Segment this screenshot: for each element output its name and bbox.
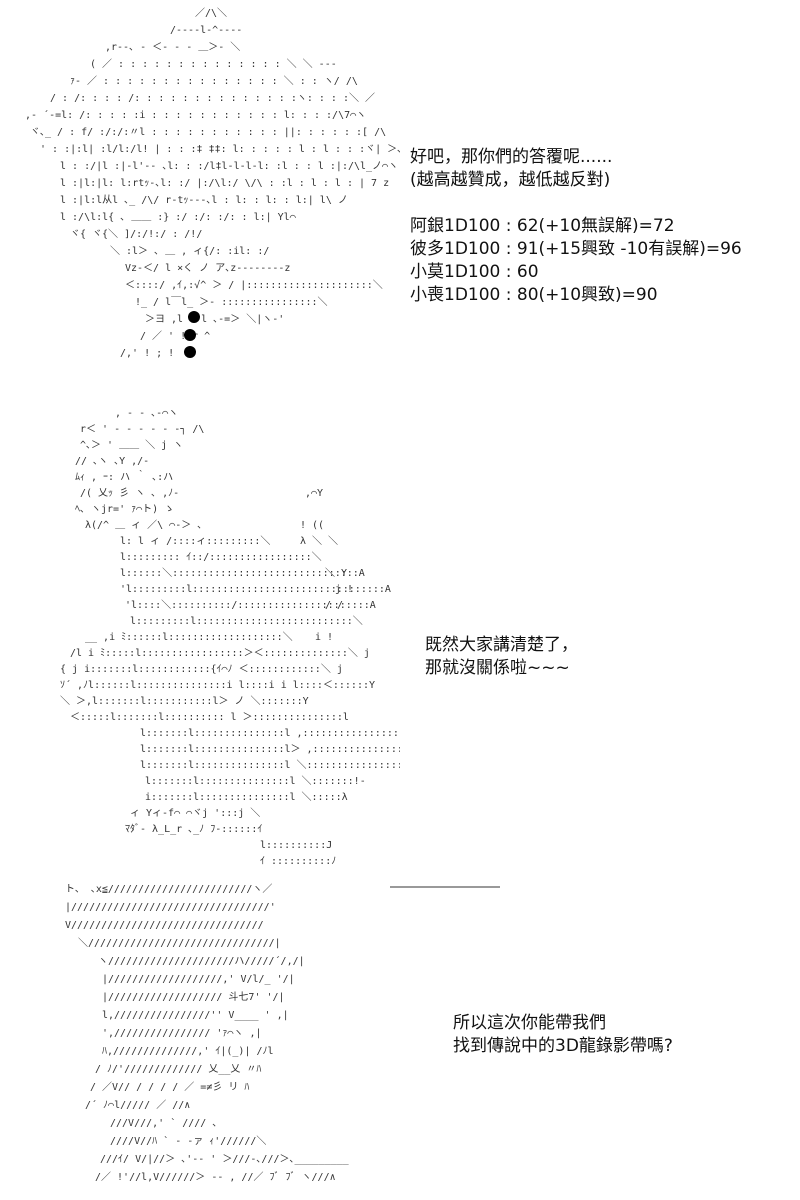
svg-text:ﾏﾀﾞ‐ λ_L_r ､_ﾉ ﾌ‐::::::: ﾏﾀﾞ‐ λ_L_r ､_ﾉ ﾌ‐::::::ｲ: [125, 823, 262, 835]
svg-text:/l i ﾐ:::::l:::::::::::::::::: /l i ﾐ:::::l:::::::::::::::::＞＜:::::::::…: [70, 647, 370, 659]
svg-text:/ : /: : : : /: : : : : : : :: / : /: : : : /: : : : : : : : : : : : : …: [50, 92, 375, 104]
dialogue-line: (越高越贊成，越低越反對): [410, 170, 611, 190]
svg-text:!_ / l￣l_ ＞‐ :::::::::::: !_ / l￣l_ ＞‐ ::::::::::::::::＼: [135, 295, 328, 308]
dice-roll-line: 阿銀1D100 : 62(+10無誤解)=72: [410, 216, 675, 236]
svg-text:ィ Yィ‐f⌒ ⌒ヾj ':::j ＼: ィ Yィ‐f⌒ ⌒ヾj ':::j ＼: [130, 807, 260, 819]
svg-text:ト、 ､x≦///////////////////: ト、 ､x≦////////////////////////ヽ／: [65, 883, 272, 895]
svg-text:＼ ＞,l:::::::l:::::::::::l＞ ノ: ＼ ＞,l:::::::l:::::::::::l＞ ノ ＼:::::::Y: [60, 695, 309, 707]
svg-text:ヾ､_ / : f/ :/:/:〃l : : : : : :: ヾ､_ / : f/ :/:/:〃l : : : : : : : : : : :…: [30, 127, 386, 138]
svg-text:l :|l:l从l ､_ /\/ r‐tｯ‐‐‐､l : l: l :|l:l从l ､_ /\/ r‐tｯ‐‐‐､l : l: : l: : l…: [60, 195, 348, 206]
svg-text:l:::::::::l:::::::::::::::::::: l:::::::::l::::::::::::::::::::::::::＼: [130, 615, 363, 627]
svg-text:/ /: / /: [325, 600, 343, 611]
svg-text:l:::::::l:::::::::::::::l ,:: l:::::::l:::::::::::::::l ,:::::::::::::…: [140, 728, 400, 739]
svg-text:l :/\l:l{ ､ ＿＿ :} :/ :/:: l :/\l:l{ ､ ＿＿ :} :/ :/: :/: : l:| Yl⌒: [60, 212, 296, 223]
svg-text:＼/////////////////////////////: ＼///////////////////////////////|: [78, 937, 281, 949]
svg-text:__ ,i ﾐ::::::l:::::::::::: __ ,i ﾐ::::::l:::::::::::::::::::＼: [85, 631, 293, 643]
svg-text:( ／ : : : : : : : : : : : : :: ( ／ : : : : : : : : : : : : : : ＼ ＼ ‐‐‐: [90, 58, 337, 70]
svg-text:{ j i:::::::l::::::::::::: { j i:::::::l::::::::::::{ｲ⌒ﾉ ＜:::::::::…: [60, 663, 343, 675]
button-dot-1: [188, 311, 200, 323]
svg-text:ｧ‐ ／ : : : : : : : : : : : : :: ｧ‐ ／ : : : : : : : : : : : : : : : ＼ : :…: [70, 75, 358, 87]
svg-text:l::::::::: ｲ::/::::::::::::::: l::::::::: ｲ::/:::::::::::::::::＼: [120, 551, 322, 563]
dialogue-line: 找到傳說中的3D龍錄影帶嗎?: [453, 1036, 673, 1056]
svg-text:///V///,' ` /: ///V///,' ` //// ､: [110, 1117, 217, 1129]
ascii-art-character-cat: , ‐ ‐ ､‐⌒ヽ r＜ ' ‐ ‐ ‐ ‐ ‐ ‐┐ /\ ^､＞ ' ＿＿…: [60, 408, 400, 867]
ascii-art-character-witch: ／/\＼ /‐‐‐‐l‐^‐‐‐‐ ,r‐‐､ ‐ ＜‐ ‐ ‐ ＿＞‐ ＼ (…: [25, 7, 400, 359]
svg-text:l:::::::l:::::::::::::::l: l:::::::l:::::::::::::::l ＼:::::::!‐: [145, 775, 366, 787]
svg-text:, ‐ ‐ ､‐⌒ヽ: , ‐ ‐ ､‐⌒ヽ: [115, 408, 178, 419]
svg-text:l:::::::l:::::::::::::::l＞ ,::: l:::::::l:::::::::::::::l＞ ,::::::::::::…: [140, 744, 400, 755]
dialogue-line: 所以這次你能帶我們: [453, 1013, 606, 1033]
svg-text:/ ﾉ/'///////////// 乂__乂 〃ﾊ: / ﾉ/'///////////// 乂__乂 〃ﾊ: [95, 1064, 261, 1075]
svg-text:,⌒Y: ,⌒Y: [305, 488, 323, 499]
dialogue-line: [410, 192, 742, 215]
svg-text:////V//ﾊ ` ‐ ‐ァ ｨ'//: ////V//ﾊ ` ‐ ‐ァ ｨ'//////＼: [110, 1135, 266, 1147]
svg-text:',//////////////// 'ｧ⌒ヽ ,: ',//////////////// 'ｧ⌒ヽ ,|: [102, 1028, 262, 1039]
svg-text:l: l ィ /::::ィ:::::::::＼: l: l ィ /::::ィ:::::::::＼: [120, 535, 270, 547]
svg-text:/‐‐‐‐l‐^‐‐‐‐: /‐‐‐‐l‐^‐‐‐‐: [170, 25, 242, 36]
svg-text:ﾍ､ ヽjr=' ｧ⌒ト) ゝ: ﾍ､ ヽjr=' ｧ⌒ト) ゝ: [75, 504, 174, 515]
svg-text:l::::::＼::::::::::::::::::::::: l::::::＼:::::::::::::::::::::::::::::::A: [120, 567, 365, 579]
dialogue-line: 既然大家講清楚了，: [425, 635, 578, 655]
svg-text:＜:::::l:::::::l:::::::::: l: ＜:::::l:::::::l:::::::::: l ＞:::::::::::…: [70, 712, 349, 723]
dialogue-panel-1: 好吧，那你們的答覆呢...... (越高越贊成，越低越反對) 阿銀1D100 :…: [410, 146, 742, 307]
svg-text:/／ !'//l,V//////＞ ‐‐ ,: /／ !'//l,V//////＞ ‐‐ , //／ ﾌﾞ ﾌﾞ ヽ///∧: [95, 1171, 336, 1183]
svg-text:＼ :l＞ ､ ＿ , ィ{/: :il: :/: ＼ :l＞ ､ ＿ , ィ{/: :il: :/: [110, 245, 269, 257]
svg-text:λ ＼ ＼: λ ＼ ＼: [300, 535, 338, 547]
svg-text:＜::::/ ,ｲ,:√^ ＞ / |::::::::: ＜::::/ ,ｲ,:√^ ＞ / |:::::::::::::::::::::…: [125, 279, 383, 291]
svg-text:ｿ´ ,ﾉl::::::l:::::::::::::::i: ｿ´ ,ﾉl::::::l:::::::::::::::i l::::i i l…: [60, 679, 375, 691]
svg-text:/´ ﾉ⌒l///// ／: /´ ﾉ⌒l///// ／ //∧: [85, 1099, 190, 1111]
dice-roll-line: 彼多1D100 : 91(+15興致 -10有誤解)=96: [410, 239, 742, 259]
ascii-art-hatched-scene: ト、 ､x≦////////////////////////ヽ／ |//////…: [65, 883, 500, 1183]
svg-text:ヾ{ ヾ{＼ ]/:/!:/ : /!: ヾ{ ヾ{＼ ]/:/!:/ : /!/: [70, 228, 202, 240]
svg-text:＼ Y: ＼ Y: [325, 567, 347, 579]
dialogue-line: 那就沒關係啦~~~: [425, 658, 570, 678]
svg-text:V/////////////////////////////: V////////////////////////////////: [65, 920, 264, 931]
svg-text:' : :|:l| :l/l:/l! | : : :‡ ‡‡: ' : :|:l| :l/l:/l! | : : :‡ ‡‡: l: : : :…: [40, 143, 400, 155]
svg-text:ｲ ::::::::::ﾉ: ｲ ::::::::::ﾉ: [260, 856, 336, 867]
svg-text:Vz‐＜/ l ×く ノ ア､z‐‐‐‐‐‐‐‐z: Vz‐＜/ l ×く ノ ア､z‐‐‐‐‐‐‐‐z: [125, 263, 290, 274]
svg-text:l:::::::l:::::::::::::::l ＼:: l:::::::l:::::::::::::::l ＼:::::::::::::…: [140, 759, 400, 771]
svg-text:ヽ/////////////////////ハ/////´/: ヽ/////////////////////ハ/////´/,/|: [98, 955, 305, 967]
svg-text:,r‐‐､ ‐ ＜‐ ‐ ‐ ＿＞‐ ＼: ,r‐‐､ ‐ ＜‐ ‐ ‐ ＿＞‐ ＼: [105, 41, 240, 53]
svg-text:/( 乂ｯ 彡 ヽ ､ ,ﾉ‐: /( 乂ｯ 彡 ヽ ､ ,ﾉ‐: [80, 488, 179, 499]
svg-text:ﾑｨ , ｰ: ハ ｀ ､:ハ: ﾑｨ , ｰ: ハ ｀ ､:ハ: [75, 469, 173, 483]
button-dot-2: [184, 329, 196, 341]
svg-text:i:::::::l:::::::::::::::l: i:::::::l:::::::::::::::l ＼:::::λ: [145, 791, 348, 803]
svg-text:,- ´‐=l: /: : : : :i : : : : :: ,- ´‐=l: /: : : : :i : : : : : : : : : :…: [25, 109, 366, 121]
dice-roll-line: 小莫1D100 : 60: [410, 262, 539, 282]
svg-text:|/////////////////////////////: |/////////////////////////////////': [65, 902, 276, 913]
dice-roll-line: 小喪1D100 : 80(+10興致)=90: [410, 285, 658, 305]
svg-text:l :|l:|l: l:rtｯ‐､l: :/ |:/\l:/: l :|l:|l: l:rtｯ‐､l: :/ |:/\l:/ \/\ : :l …: [60, 178, 389, 189]
svg-text:l,////////////////'' V____: l,////////////////'' V____ ' ,|: [102, 1010, 289, 1021]
svg-text:r＜ ' ‐ ‐ ‐ ‐ ‐ ‐┐ /\: r＜ ' ‐ ‐ ‐ ‐ ‐ ‐┐ /\: [80, 424, 204, 435]
svg-text:／/\＼: ／/\＼: [195, 7, 227, 19]
svg-text:! ((: ! ((: [300, 520, 324, 531]
svg-text:^､＞ ' ＿＿ ＼ j ヽ: ^､＞ ' ＿＿ ＼ j ヽ: [80, 439, 183, 451]
svg-text:λ(/^ ＿ ィ ／\ ⌒‐＞ ､: λ(/^ ＿ ィ ／\ ⌒‐＞ ､: [85, 519, 202, 531]
svg-text:i !: i !: [315, 632, 333, 643]
svg-text:'l:::::::::l::::::::::::::::::: 'l:::::::::l::::::::::::::::::::::::::::…: [120, 584, 391, 595]
panel-1: ／/\＼ /‐‐‐‐l‐^‐‐‐‐ ,r‐‐､ ‐ ＜‐ ‐ ‐ ＿＞‐ ＼ (…: [0, 0, 800, 390]
svg-text:///ｲ/ V/|//＞ ､'‐‐ ': ///ｲ/ V/|//＞ ､'‐‐ ' ＞///‐､///＞､_________: [100, 1154, 350, 1165]
svg-text:l : :/|l :|‐l'‐‐ ､l: : :/l‡l‐l: l : :/|l :|‐l'‐‐ ､l: : :/l‡l‐l‐l‐l: :l :…: [60, 161, 398, 172]
svg-text:l::::::::::J: l::::::::::J: [260, 840, 332, 851]
svg-text:|/////////////////// 斗七7' '/|: |/////////////////// 斗七7' '/|: [102, 991, 285, 1003]
svg-text:/,' ! ; !: /,' ! ; !: [120, 348, 174, 359]
svg-text:ﾊ,//////////////,' ｲ|(_)|: ﾊ,//////////////,' ｲ|(_)| /ﾉl: [102, 1046, 274, 1057]
panel-3: ト、 ､x≦////////////////////////ヽ／ |//////…: [0, 870, 800, 1200]
svg-text:|///////////////////,' V/l/_: |///////////////////,' V/l/_ '/|: [102, 974, 295, 985]
dialogue-panel-3: 所以這次你能帶我們 找到傳說中的3D龍錄影帶嗎?: [453, 1012, 673, 1058]
panel-2: , ‐ ‐ ､‐⌒ヽ r＜ ' ‐ ‐ ‐ ‐ ‐ ‐┐ /\ ^､＞ ' ＿＿…: [0, 390, 800, 870]
svg-text:/ ／V// / / / / ／ =≠彡 リ ﾊ: / ／V// / / / / ／ =≠彡 リ ﾊ: [90, 1081, 249, 1093]
svg-text:j !: j !: [335, 584, 353, 595]
svg-text:/ ／ ' ! r ^: / ／ ' ! r ^: [140, 330, 210, 342]
dialogue-panel-2: 既然大家講清楚了， 那就沒關係啦~~~: [425, 634, 578, 680]
svg-text:＞ヨ ,l ! l ､‐=＞ ＼|ヽ‐': ＞ヨ ,l ! l ､‐=＞ ＼|ヽ‐': [145, 313, 284, 325]
dialogue-line: 好吧，那你們的答覆呢......: [410, 147, 613, 167]
svg-text:'l::::＼::::::::::/::::::::::::: 'l::::＼::::::::::/::::::::::::::::::::::…: [125, 599, 376, 611]
button-dot-3: [184, 346, 196, 358]
svg-text:// ､ヽ ､Y ,/‐: // ､ヽ ､Y ,/‐: [75, 456, 149, 467]
